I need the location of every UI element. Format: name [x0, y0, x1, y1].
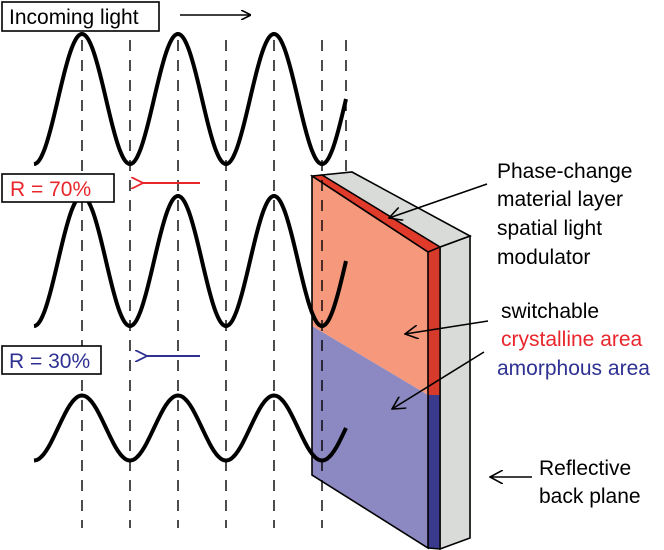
pcm-label: Phase-change material layer spatial ligh…	[497, 160, 632, 269]
switchable-text: switchable	[501, 300, 599, 323]
reflected-wave-70	[33, 193, 348, 329]
crystalline-pointer	[405, 320, 489, 334]
r30-label: R = 30%	[1, 345, 102, 375]
pcm-line-2: material layer	[497, 188, 623, 211]
crystalline-area	[312, 176, 428, 395]
r30-text: R = 30%	[9, 350, 90, 373]
incoming-light-label: Incoming light	[1, 1, 160, 32]
reflective-line-2: back plane	[539, 485, 641, 508]
pcm-line-1: Phase-change	[497, 160, 632, 183]
incoming-wave	[33, 31, 348, 167]
reflected-wave-30	[33, 393, 348, 463]
pcm-pointer	[389, 183, 488, 218]
backplane-front	[439, 234, 471, 550]
modulator-slab	[309, 171, 472, 550]
pcm-line-4: modulator	[497, 246, 590, 269]
crystalline-edge	[428, 247, 440, 395]
r70-label: R = 70%	[1, 173, 115, 203]
amorphous-text: amorphous area	[497, 357, 650, 380]
wavefront-guides	[81, 40, 347, 528]
reflective-line-1: Reflective	[539, 457, 631, 480]
amorphous-pointer	[392, 351, 485, 409]
amorphous-edge	[428, 395, 440, 549]
pcm-line-3: spatial light	[497, 217, 602, 240]
incoming-light-text: Incoming light	[9, 6, 139, 29]
crystalline-text: crystalline area	[501, 328, 643, 351]
r70-text: R = 70%	[10, 178, 91, 201]
